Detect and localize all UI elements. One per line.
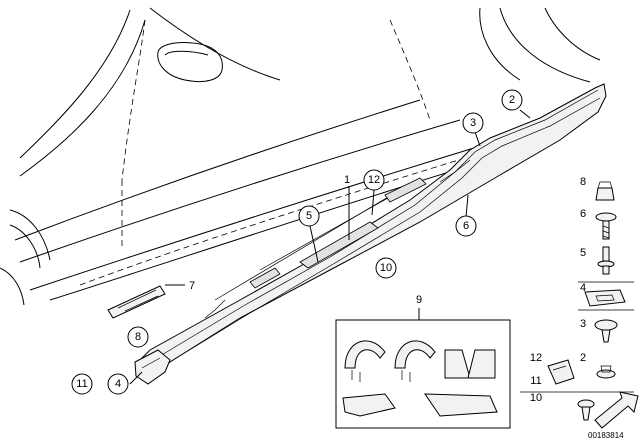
callout-c10: 10 xyxy=(375,257,397,279)
callout-c5: 5 xyxy=(298,205,320,227)
fastener-legend xyxy=(520,181,639,429)
svg-text:4: 4 xyxy=(115,378,121,390)
side-sill-trim xyxy=(139,83,607,381)
callout-c12: 12 xyxy=(363,169,385,191)
callout-c2: 2 xyxy=(501,89,523,111)
kit-box-9 xyxy=(335,319,511,429)
arrow-icon xyxy=(594,391,639,429)
svg-text:11: 11 xyxy=(76,378,87,390)
legend-l4: 4 xyxy=(580,282,586,294)
nut-8 xyxy=(595,187,615,201)
legend-l3: 3 xyxy=(580,318,586,330)
callout-c6: 6 xyxy=(455,215,477,237)
callout-c9: 9 xyxy=(416,294,422,306)
svg-text:8: 8 xyxy=(135,331,141,343)
leader-lines xyxy=(129,109,531,385)
legend-l5: 5 xyxy=(580,247,586,259)
legend-l2: 2 xyxy=(580,352,586,364)
callout-c8: 8 xyxy=(127,326,149,348)
callout-c11: 11 xyxy=(71,373,93,395)
car-body-outline xyxy=(0,7,601,306)
callout-c1: 1 xyxy=(344,174,350,186)
svg-text:5: 5 xyxy=(306,210,312,222)
svg-text:12: 12 xyxy=(368,174,380,186)
callout-c3: 3 xyxy=(462,112,484,134)
legend-l12: 12 xyxy=(530,352,542,364)
svg-text:6: 6 xyxy=(463,220,469,232)
end-cap xyxy=(134,349,171,385)
legend-l10: 10 xyxy=(530,392,542,404)
svg-text:2: 2 xyxy=(509,94,515,106)
callout-c7: 7 xyxy=(189,280,195,292)
callout-c4: 4 xyxy=(107,373,129,395)
legend-l6: 6 xyxy=(580,208,586,220)
small-strip xyxy=(107,285,166,319)
legend-l8: 8 xyxy=(580,176,586,188)
legend-l11: 11 xyxy=(530,375,541,387)
svg-text:10: 10 xyxy=(380,262,392,274)
drawing-id: 00183814 xyxy=(588,431,624,440)
svg-text:3: 3 xyxy=(470,117,476,129)
